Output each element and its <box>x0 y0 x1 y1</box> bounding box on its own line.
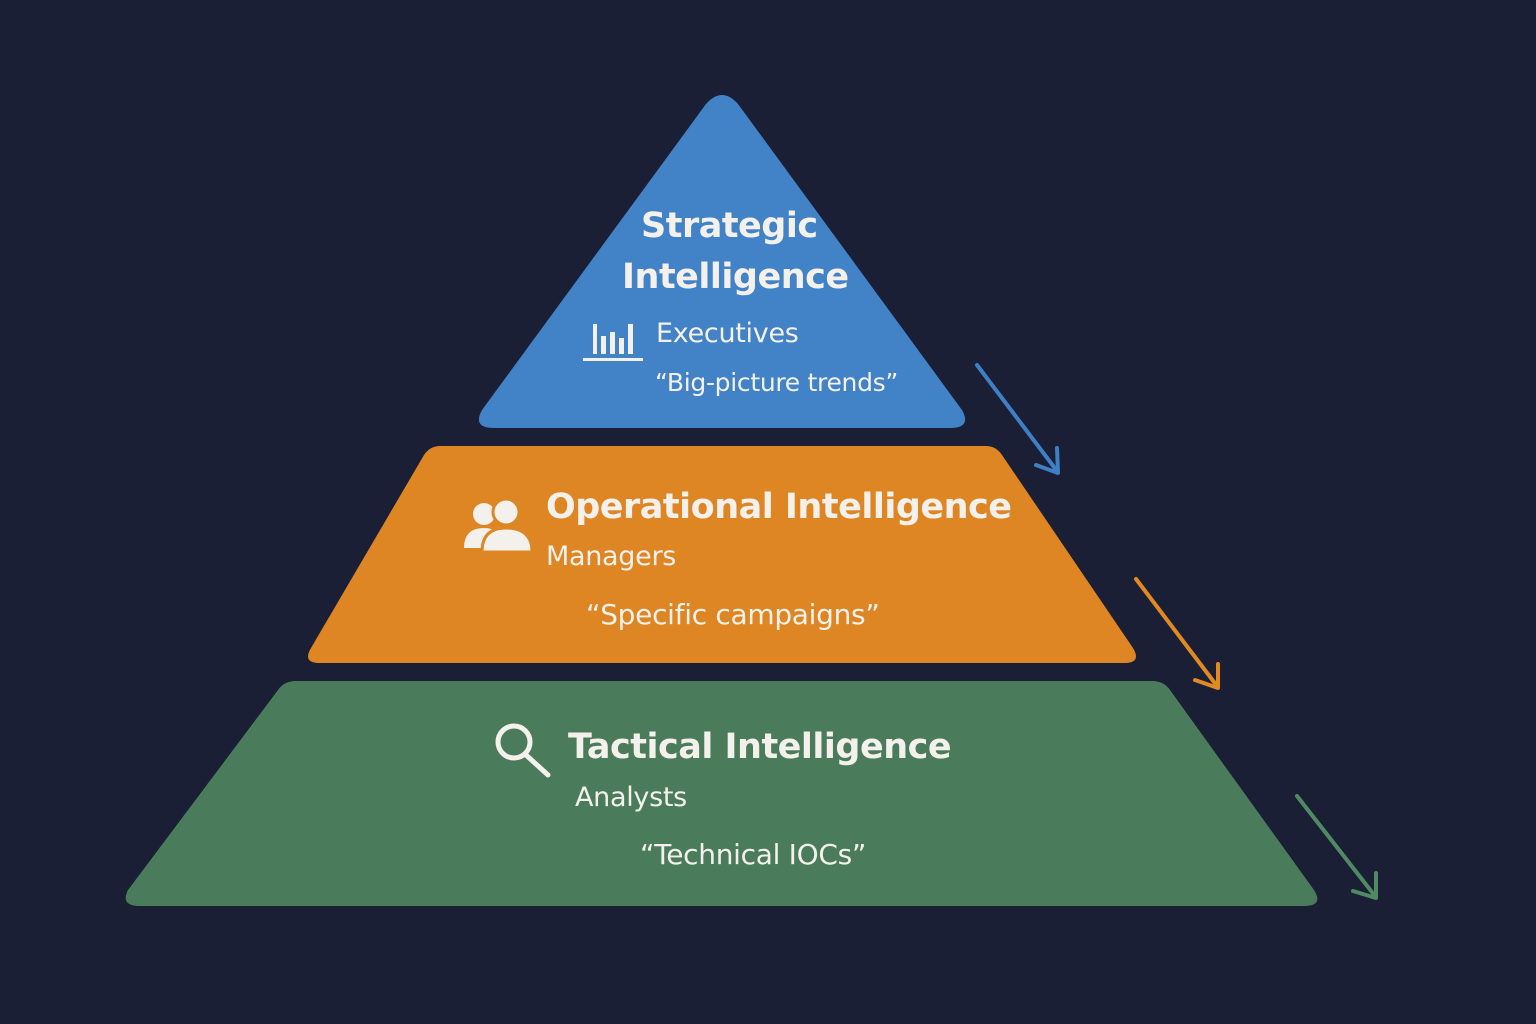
strategic-tier-title-line1: Strategic <box>641 206 818 246</box>
magnifier-icon <box>495 723 551 778</box>
operational-to-tactical-arrow <box>1134 577 1220 690</box>
tactical-tier-focus: “Technical IOCs” <box>640 838 867 871</box>
strategic-tier-audience: Executives <box>656 318 799 349</box>
tactical-tier-audience: Analysts <box>575 782 687 813</box>
users-icon <box>464 497 534 554</box>
operational-tier-audience: Managers <box>546 541 677 572</box>
tactical-tier-title: Tactical Intelligence <box>568 727 952 767</box>
operational-tier-shape <box>308 446 1136 663</box>
strategic-tier-shape <box>478 95 966 428</box>
operational-tier-title: Operational Intelligence <box>546 487 1012 527</box>
operational-tier-focus: “Specific campaigns” <box>586 598 880 631</box>
strategic-tier-focus: “Big-picture trends” <box>655 368 899 397</box>
tactical-tier-shape <box>125 681 1318 906</box>
strategic-tier-title-line2: Intelligence <box>622 257 849 297</box>
strategic-to-operational-arrow <box>975 363 1060 475</box>
bar-chart-icon <box>583 324 643 361</box>
tactical-downward-arrow <box>1295 794 1378 900</box>
